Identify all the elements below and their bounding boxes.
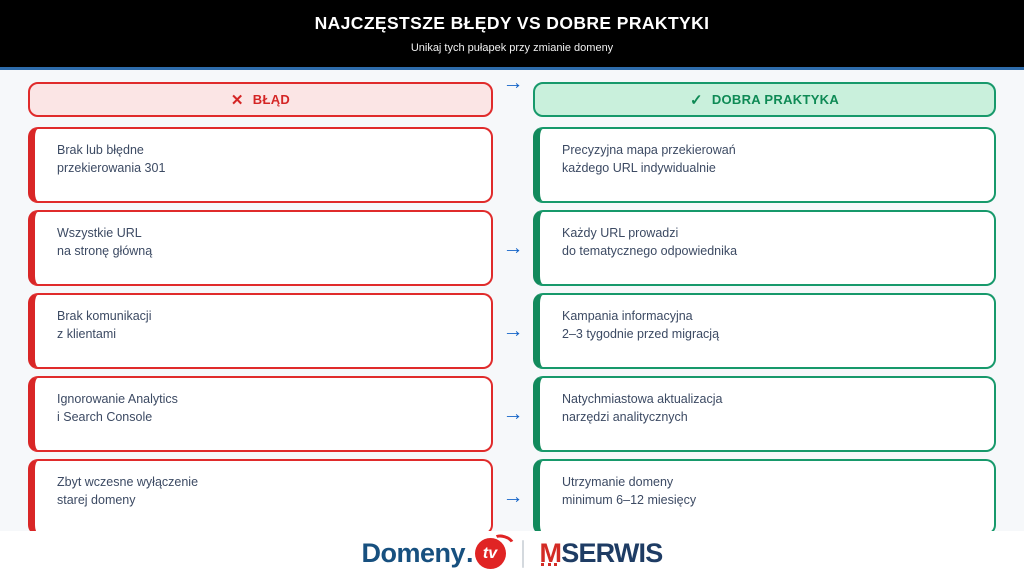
header: NAJCZĘSTSZE BŁĘDY VS DOBRE PRAKTYKI Unik… bbox=[0, 0, 1024, 70]
domeny-tv-badge-icon: tv bbox=[474, 538, 506, 569]
arrow-right-icon: → bbox=[502, 402, 524, 425]
good-practice-card-1: Precyzyjna mapa przekierowań każdego URL… bbox=[533, 127, 996, 203]
arrow-right-icon: → bbox=[502, 71, 524, 94]
good-practice-card-4: Natychmiastowa aktualizacja narzędzi ana… bbox=[533, 376, 996, 452]
good-practice-card-5: Utrzymanie domeny minimum 6–12 miesięcy bbox=[533, 459, 996, 531]
page-title: NAJCZĘSTSZE BŁĘDY VS DOBRE PRAKTYKI bbox=[314, 13, 710, 33]
arrow-right-icon: → bbox=[502, 485, 524, 508]
errors-column-header: ✕ BŁĄD bbox=[28, 82, 493, 117]
check-icon: ✓ bbox=[689, 91, 703, 109]
page-subtitle: Unikaj tych pułapek przy zmianie domeny bbox=[410, 42, 614, 54]
good-practice-column-label: DOBRA PRAKTYKA bbox=[711, 92, 840, 107]
comparison-content: ✕ BŁĄD Brak lub błędne przekierowania 30… bbox=[0, 70, 1024, 531]
footer-divider bbox=[521, 539, 524, 568]
error-card-4: Ignorowanie Analytics i Search Console bbox=[28, 376, 493, 452]
error-card-1: Brak lub błędne przekierowania 301 bbox=[28, 127, 493, 203]
mserwis-logo-m: M bbox=[539, 538, 562, 568]
good-practice-card-2: Każdy URL prowadzi do tematycznego odpow… bbox=[533, 210, 996, 286]
error-card-2: Wszystkie URL na stronę główną bbox=[28, 210, 493, 286]
x-icon: ✕ bbox=[230, 91, 244, 109]
arrow-right-icon: → bbox=[502, 236, 524, 259]
good-practice-column-header: ✓ DOBRA PRAKTYKA bbox=[533, 82, 996, 117]
good-practice-card-3: Kampania informacyjna 2–3 tygodnie przed… bbox=[533, 293, 996, 369]
mserwis-logo-text: SERWIS bbox=[561, 538, 663, 568]
error-card-3: Brak komunikacji z klientami bbox=[28, 293, 493, 369]
error-card-5: Zbyt wczesne wyłączenie starej domeny bbox=[28, 459, 493, 531]
domeny-tld-text: tv bbox=[482, 544, 498, 562]
domeny-logo-dot: . bbox=[466, 538, 474, 568]
errors-column-label: BŁĄD bbox=[252, 92, 291, 107]
column-good-practices: ✓ DOBRA PRAKTYKA Precyzyjna mapa przekie… bbox=[533, 82, 996, 531]
arrow-right-icon: → bbox=[502, 319, 524, 342]
column-errors: ✕ BŁĄD Brak lub błędne przekierowania 30… bbox=[28, 82, 493, 531]
domeny-logo-text: Domeny bbox=[361, 538, 466, 568]
domeny-tv-logo: Domeny. tv bbox=[362, 538, 506, 569]
